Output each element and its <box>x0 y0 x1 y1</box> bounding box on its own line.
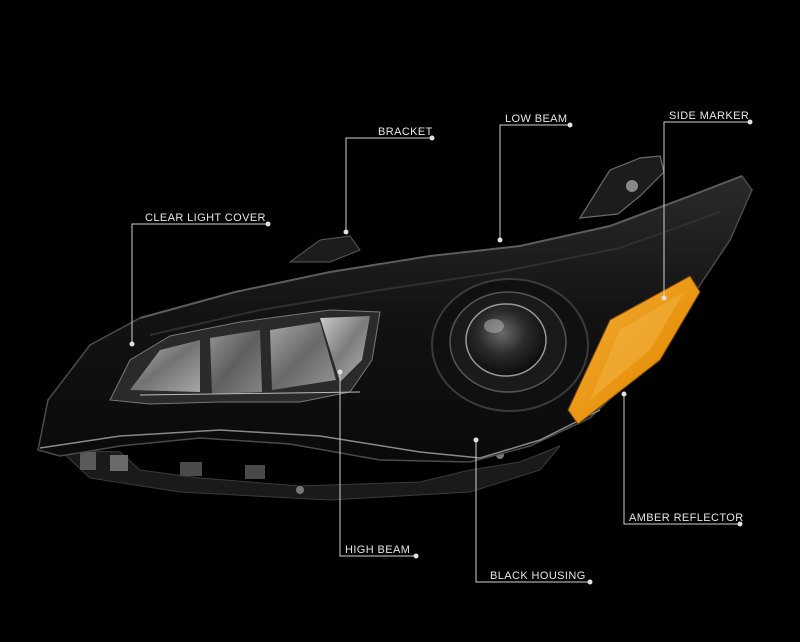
low-beam-projector <box>431 278 589 412</box>
label-amber-reflector: AMBER REFLECTOR <box>629 512 744 524</box>
bracket-shape <box>288 155 665 263</box>
leader-lines <box>129 119 753 585</box>
amber-side-marker <box>567 275 701 425</box>
label-clear-light-cover: CLEAR LIGHT COVER <box>145 212 266 224</box>
lower-mounting-tabs <box>58 445 561 501</box>
label-high-beam: HIGH BEAM <box>345 544 411 556</box>
label-bracket: BRACKET <box>378 126 433 138</box>
high-beam-reflector <box>109 309 381 405</box>
label-side-marker: SIDE MARKER <box>669 110 750 122</box>
label-black-housing: BLACK HOUSING <box>490 570 586 582</box>
label-low-beam: LOW BEAM <box>505 113 568 125</box>
